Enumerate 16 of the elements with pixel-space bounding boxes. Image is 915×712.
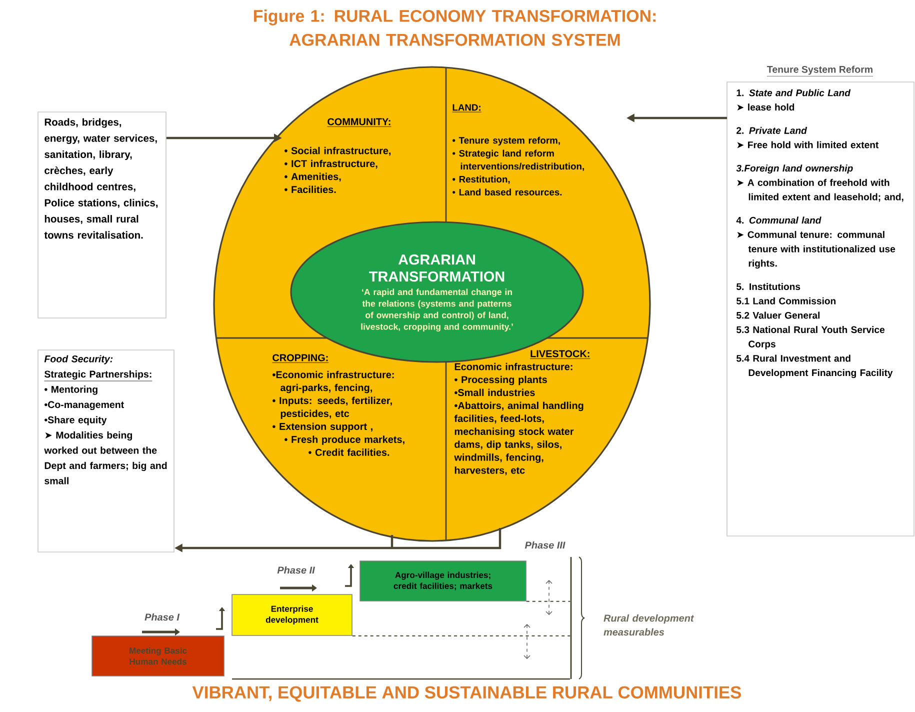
phase-box: Agro-village industries; credit facilities; markets <box>360 560 526 602</box>
text-box: Roads, bridges, energy, water services, sanitation, library, crèches, early childhood centres, Police stations, clinics, houses, small rural towns revitalisation. <box>38 112 166 318</box>
phase-box: Enterprise development <box>232 594 352 636</box>
text-box: Food Security: Strategic Partnerships: • Mentoring •Co-management •Share equity ➤ Modalities being worked out between the Dept and farmers; big and small <box>38 350 174 552</box>
phase-label: Phase I <box>144 613 180 621</box>
quadrant-text: LAND: • Tenure system reform, • Strategic land reform interventions/redistribution, • Restitution, • Land based resources. <box>452 104 584 196</box>
scale-bar <box>570 557 572 679</box>
phase-label: Phase II <box>277 566 315 574</box>
phase-box: Meeting Basic Human Needs <box>92 636 224 676</box>
text-box: Tenure System Reform 1. State and Public Land ➤ lease hold 2. Private Land ➤ Free hold with limited extent 3.Foreign land ownership ➤ A combination of freehold with limited extent and leasehold; and, 4. Communal land ➤ Communal tenure: communal tenure with institutionalized use rights. 5. Institutions 5.1 Land Commission 5.2 Valuer General 5.3 National Rural Youth Service Corps 5.4 Rural Investment and Development Financing Facility <box>726 66 914 536</box>
caption: VIBRANT, EQUITABLE AND SUSTAINABLE RURAL COMMUNITIES <box>192 686 742 702</box>
node-label: Tenure System Reform <box>767 66 872 75</box>
axis-label: Rural development measurables <box>604 614 694 636</box>
title: Figure 1: RURAL ECONOMY TRANSFORMATION: AGRARIAN TRANSFORMATION SYSTEM <box>254 10 656 46</box>
phase-label: Phase III <box>524 541 566 549</box>
quadrant-text: COMMUNITY: • Social infrastructure, • ICT infrastructure, • Amenities, • Facilities. <box>284 118 392 194</box>
